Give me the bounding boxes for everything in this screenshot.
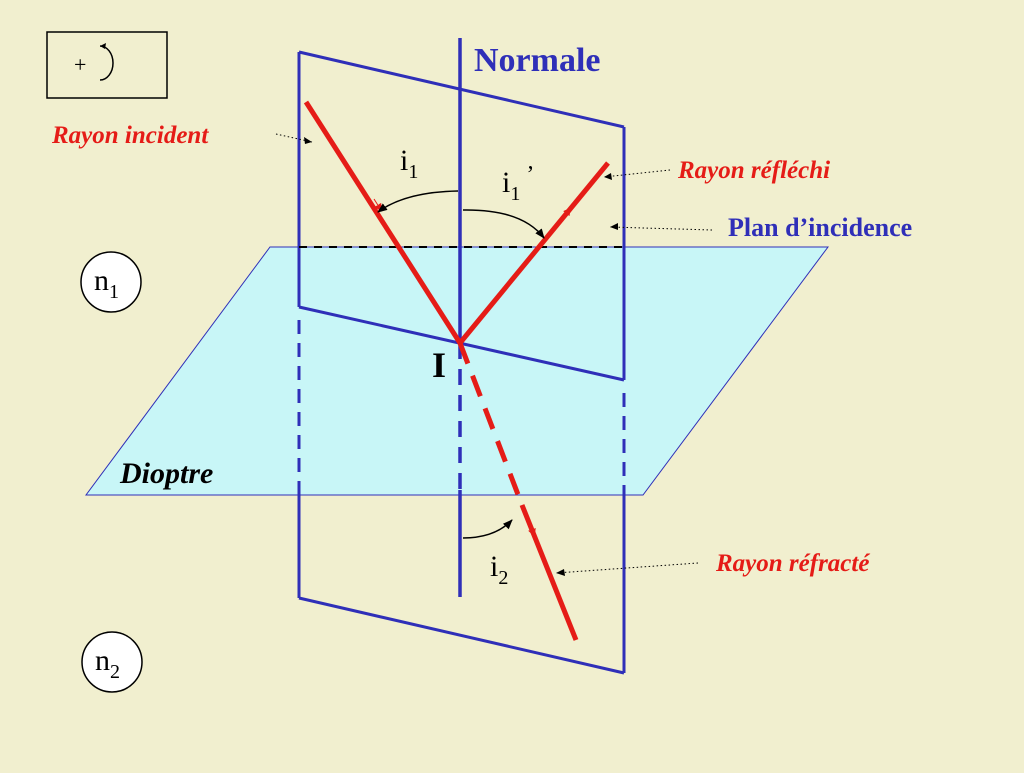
leader-plan	[609, 226, 713, 231]
refracted-ray-dashed	[457, 342, 525, 506]
dioptre-label: Dioptre	[119, 457, 213, 490]
svg-text:n2: n2	[95, 644, 120, 683]
reflected-ray	[458, 161, 610, 345]
orientation-box: +	[46, 31, 168, 99]
angle-arc-i1-prime	[462, 209, 545, 239]
angle-i1-label: i1	[400, 144, 418, 183]
angle-i2-label: i2	[490, 550, 508, 589]
normale-label: Normale	[474, 42, 601, 79]
leader-refracte	[555, 562, 699, 574]
point-I-label: I	[432, 345, 446, 385]
leader-reflechi	[603, 169, 671, 178]
rotation-arrow-icon	[99, 45, 114, 81]
incident-ray	[303, 100, 463, 345]
plan-incidence-label: Plan d’incidence	[728, 213, 912, 242]
medium-n2-badge: n2	[81, 631, 143, 693]
medium-n1-badge: n1	[80, 251, 142, 313]
angle-i1-prime-label: i1’	[502, 162, 534, 205]
rayon-incident-label: Rayon incident	[51, 122, 209, 149]
orientation-sign: +	[74, 52, 86, 77]
svg-text:n1: n1	[94, 264, 119, 303]
angle-arc-i2	[462, 519, 513, 539]
angle-arc-i1	[377, 190, 459, 213]
dioptre-plane	[85, 246, 829, 496]
rayon-refracte-label: Rayon réfracté	[715, 550, 870, 577]
rayon-reflechi-label: Rayon réfléchi	[677, 157, 830, 184]
